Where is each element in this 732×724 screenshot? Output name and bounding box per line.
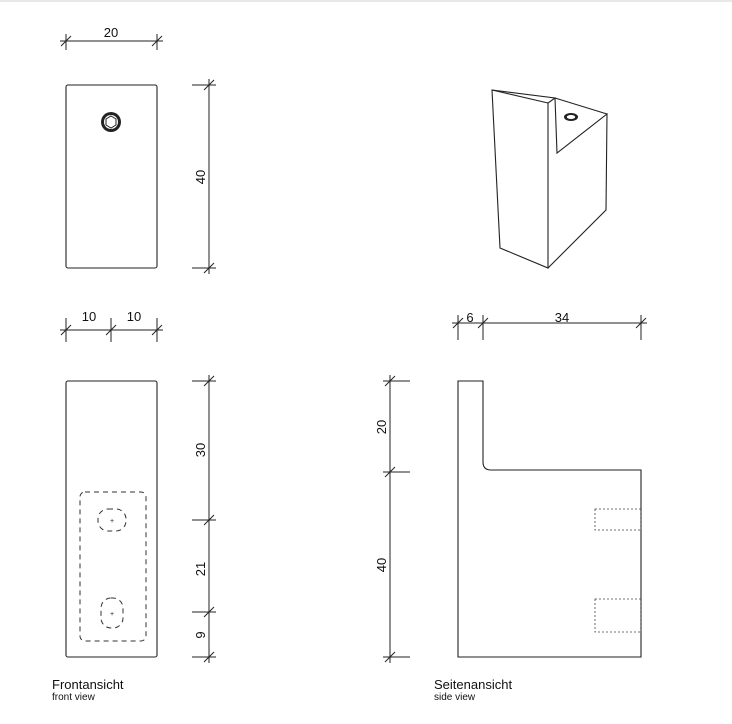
width-dim-label: 20: [104, 25, 118, 40]
dim-20-label: 20: [374, 420, 389, 434]
left-half-label: 10: [82, 309, 96, 324]
front-view-caption: Frontansicht front view: [52, 677, 124, 703]
front-caption-title: Frontansicht: [52, 677, 124, 692]
dim-9-label: 9: [193, 631, 208, 638]
svg-text:+: +: [110, 611, 114, 618]
front-view-bottom: + + 10 10 30 21 9: [60, 309, 216, 663]
right-half-label: 10: [127, 309, 141, 324]
side-caption-subtitle: side view: [434, 692, 476, 703]
dim-6-label: 6: [466, 310, 473, 325]
dimension-width: 20: [60, 25, 163, 50]
svg-text:+: +: [110, 518, 114, 525]
screw-icon: [101, 112, 121, 132]
hidden-slot-lower: [594, 598, 642, 633]
height-dim-label: 40: [193, 170, 208, 184]
front-outline: [65, 84, 158, 269]
dimension-side-vertical: 20 40: [374, 375, 410, 663]
side-view-caption: Seitenansicht side view: [434, 677, 512, 703]
dim-21-label: 21: [193, 562, 208, 576]
dim-30-label: 30: [193, 443, 208, 457]
hidden-slot-upper: [594, 508, 642, 531]
screw-icon: [564, 113, 578, 121]
slot-upper: [97, 508, 127, 532]
dim-34-label: 34: [555, 310, 569, 325]
mounting-plate-hidden: [79, 491, 147, 642]
dim-40-label: 40: [374, 558, 389, 572]
dimension-halves: 10 10: [60, 309, 163, 342]
front-caption-subtitle: front view: [52, 692, 95, 703]
slot-lower: [100, 597, 124, 629]
side-view: 6 34 20 40: [374, 310, 647, 663]
top-border: [0, 0, 732, 2]
side-caption-title: Seitenansicht: [434, 677, 513, 692]
front-view-top: 20 40: [60, 25, 216, 274]
dimension-height: 40: [192, 79, 216, 274]
dimension-depth: 6 34: [452, 310, 647, 340]
dimension-vertical-chain: 30 21 9: [192, 375, 216, 663]
isometric-view: [491, 89, 608, 269]
